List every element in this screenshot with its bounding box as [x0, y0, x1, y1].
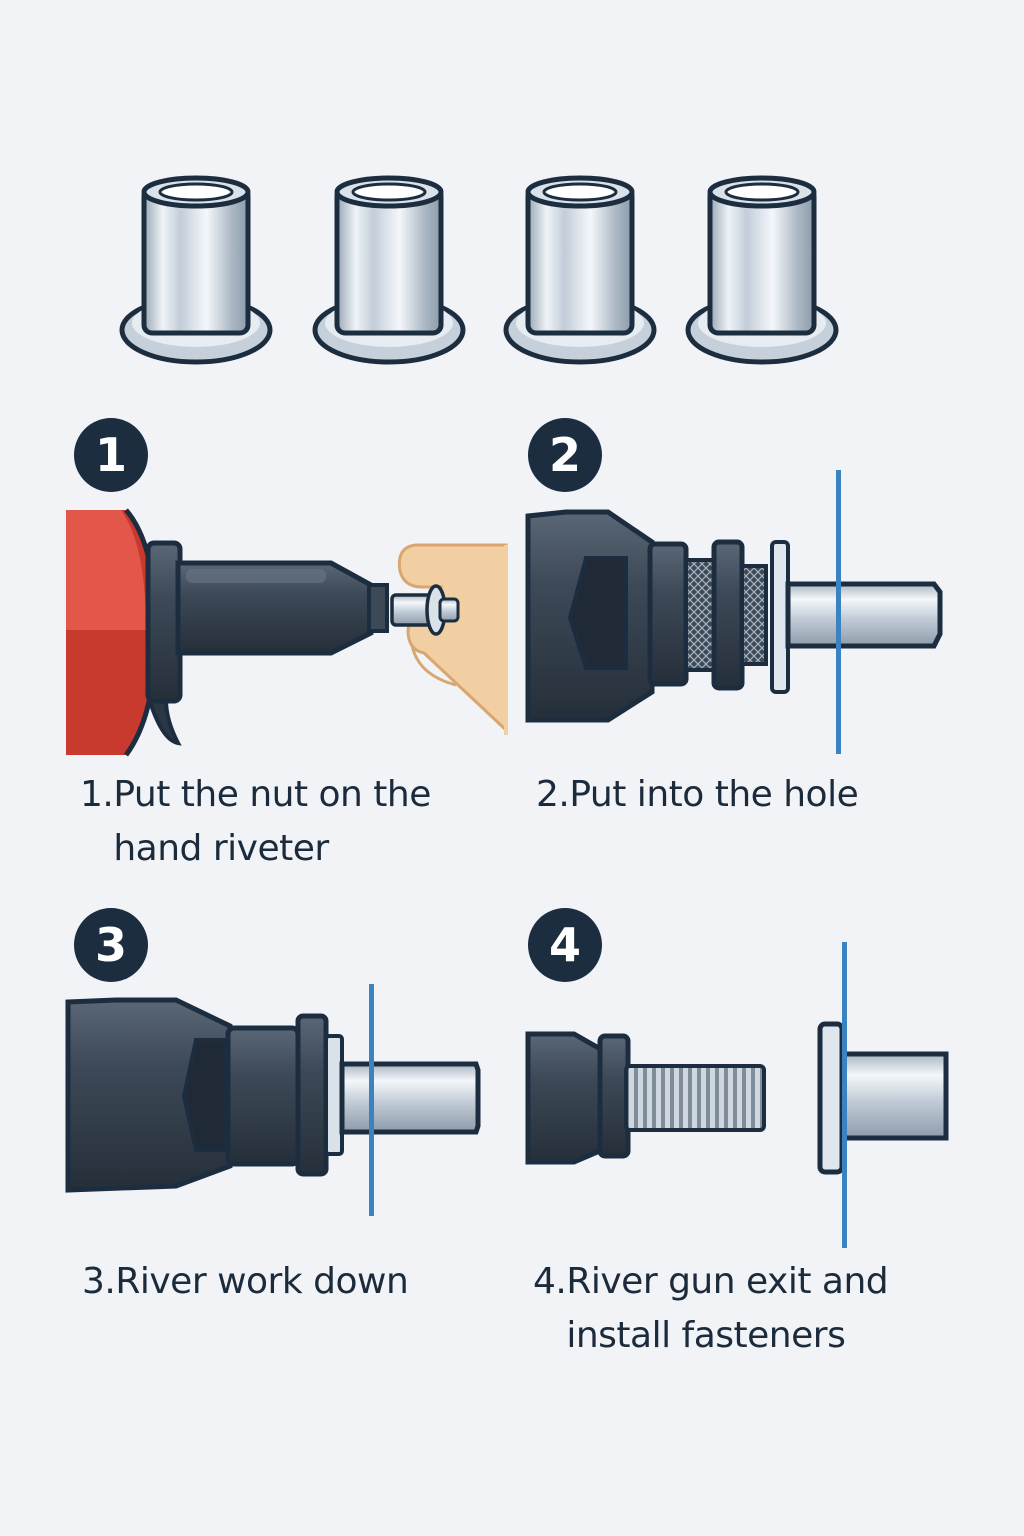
rivet-nut-icon — [817, 1021, 949, 1175]
step-1-badge: 1 — [74, 418, 148, 492]
hand-icon — [397, 543, 508, 735]
step-1-number-label: 1. — [80, 774, 114, 815]
rivet-nut-row — [0, 170, 1024, 370]
step-2-caption: 2. Put into the hole — [536, 768, 976, 822]
step-3-badge: 3 — [74, 908, 148, 982]
step-4-text: River gun exit and install fasteners — [566, 1261, 889, 1356]
step-2-illustration — [525, 468, 946, 758]
step-4-number-label: 4. — [533, 1261, 567, 1302]
threaded-mandrel-icon — [624, 1064, 766, 1132]
step-4-illustration — [525, 940, 956, 1252]
step-3-illustration — [65, 980, 486, 1220]
step-2-badge: 2 — [528, 418, 602, 492]
step-3-number-label: 3. — [82, 1261, 116, 1302]
rivet-nut-icon — [503, 175, 657, 365]
rivet-nut-icon — [390, 584, 460, 636]
rivet-nut-icon — [312, 175, 466, 365]
rivet-nut-icon — [770, 540, 943, 694]
panel-line-icon — [836, 470, 841, 754]
panel-line-icon — [369, 984, 374, 1216]
step-3-text: River work down — [115, 1261, 409, 1302]
step-1-caption: 1. Put the nut on the hand riveter — [80, 768, 500, 876]
riveter-tool-icon — [65, 997, 344, 1193]
riveter-tool-icon — [525, 509, 768, 723]
step-2-number-label: 2. — [536, 774, 570, 815]
riveter-tool-icon — [525, 1031, 631, 1165]
step-4-caption: 4. River gun exit and install fasteners — [533, 1255, 973, 1363]
rivet-nut-icon — [339, 1061, 481, 1135]
riveter-tool-icon — [66, 508, 389, 757]
step-1-text: Put the nut on the hand riveter — [113, 774, 431, 869]
step-2-text: Put into the hole — [569, 774, 859, 815]
step-1-illustration — [66, 505, 508, 760]
rivet-nut-icon — [119, 175, 273, 365]
rivet-nut-icon — [685, 175, 839, 365]
step-3-caption: 3. River work down — [82, 1255, 502, 1309]
step-4-badge: 4 — [528, 908, 602, 982]
panel-line-icon — [842, 942, 847, 1248]
